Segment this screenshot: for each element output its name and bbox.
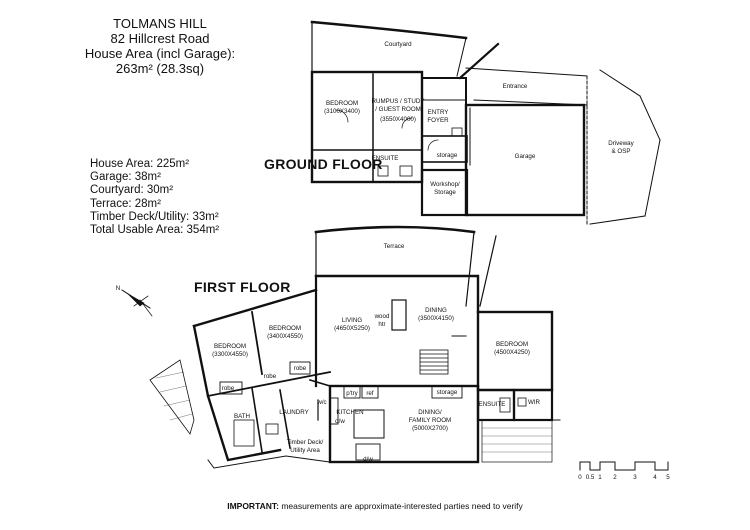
ff-terrace: Terrace: [384, 243, 405, 250]
ff-wc: w/c: [316, 399, 326, 406]
stat-deck: Timber Deck/Utility: 33m²: [90, 210, 219, 223]
ff-ensuite: ENSUITE: [479, 401, 506, 408]
ground-floor-labels: Courtyard Entrance BEDROOM (3100X3400) R…: [324, 41, 635, 196]
ff-pantry: p'try: [346, 390, 358, 397]
first-floor-plan: [149, 225, 561, 469]
stat-house-area: House Area: 225m²: [90, 158, 190, 170]
gf-bedroom: BEDROOM: [326, 100, 358, 107]
gf-workshop-2: Storage: [434, 189, 456, 196]
svg-text:1: 1: [598, 474, 602, 481]
gf-driveway-1: Driveway: [608, 140, 634, 147]
ff-robe-3: robe: [264, 373, 277, 380]
svg-text:0: 0: [578, 474, 582, 481]
svg-text:3: 3: [633, 474, 637, 481]
house-area-label: House Area (incl Garage):: [84, 46, 236, 61]
gf-ensuite: ENSUITE: [372, 155, 399, 162]
ff-wood-1: wood: [374, 313, 390, 320]
ff-storage: storage: [437, 389, 458, 396]
address: 82 Hillcrest Road: [110, 31, 210, 46]
svg-text:4: 4: [653, 474, 657, 481]
stat-garage: Garage: 38m²: [90, 171, 161, 184]
gf-courtyard: Courtyard: [384, 41, 412, 48]
disclaimer-note: IMPORTANT: measurements are approximate-…: [0, 501, 750, 511]
ff-deck-2: Utility Area: [290, 447, 320, 454]
ff-laundry: LAUNDRY: [279, 409, 308, 416]
gf-rumpus-2: / GUEST ROOM: [375, 106, 421, 113]
ff-bed1: BEDROOM: [214, 343, 246, 350]
gf-entry-1: ENTRY: [428, 109, 449, 116]
stat-courtyard: Courtyard: 30m²: [90, 184, 174, 197]
svg-text:0.5: 0.5: [586, 474, 595, 481]
first-floor-labels: Terrace LIVING (4650X5250) DINING (3500X…: [116, 243, 541, 463]
ff-ref: ref: [366, 390, 374, 397]
ff-living-dim: (4650X5250): [334, 325, 370, 332]
ff-bed3-dim: (4500X4250): [494, 349, 530, 356]
disclaimer-text: measurements are approximate-interested …: [278, 501, 523, 511]
ff-deck-1: Timber Deck/: [287, 439, 324, 446]
stat-total: Total Usable Area: 354m²: [90, 224, 220, 237]
ff-wir: WIR: [528, 399, 541, 406]
ff-bed3: BEDROOM: [496, 341, 528, 348]
gf-rumpus-1: RUMPUS / STUDY: [372, 98, 425, 105]
disclaimer-bold: IMPORTANT:: [227, 501, 279, 511]
ground-floor-plan: [310, 20, 661, 225]
gf-driveway-2: & OSP: [612, 148, 631, 155]
ff-dining: DINING: [425, 307, 447, 314]
gf-storage: storage: [437, 152, 458, 159]
gf-workshop-1: Workshop/: [430, 181, 460, 188]
svg-text:2: 2: [613, 474, 617, 481]
ff-family-dim: (5000X2700): [412, 425, 448, 432]
ff-dw: d/w: [335, 418, 345, 425]
property-header: TOLMANS HILL 82 Hillcrest Road House Are…: [60, 16, 260, 76]
svg-text:5: 5: [666, 474, 670, 481]
ff-robe-2: robe: [294, 365, 307, 372]
gf-garage: Garage: [515, 153, 536, 160]
first-floor-label: FIRST FLOOR: [194, 279, 291, 295]
area-stats: House Area: 225m² Garage: 38m² Courtyard…: [90, 158, 219, 237]
gf-entry-2: FOYER: [427, 117, 449, 124]
ff-living: LIVING: [342, 317, 362, 324]
ff-bath: BATH: [234, 413, 250, 420]
ff-wood-2: htr: [378, 321, 385, 328]
ff-kitchen: KITCHEN: [336, 409, 363, 416]
gf-entrance: Entrance: [503, 83, 528, 90]
ff-bed1-dim: (3300X4550): [212, 351, 248, 358]
scale-bar: [579, 461, 669, 471]
ff-family-2: FAMILY ROOM: [409, 417, 451, 424]
ground-floor-label: GROUND FLOOR: [264, 156, 383, 172]
gf-rumpus-dim: (3550X4000): [380, 116, 416, 123]
stat-terrace: Terrace: 28m²: [90, 197, 161, 210]
house-area-value: 263m² (28.3sq): [115, 61, 205, 76]
gf-bedroom-dim: (3100X3400): [324, 108, 360, 115]
ff-dw-2: d/w: [363, 456, 373, 463]
scale-labels: 0 0.5 1 2 3 4 5: [578, 474, 670, 481]
ff-bed2: BEDROOM: [269, 325, 301, 332]
north-label: N: [116, 285, 120, 292]
suburb-title: TOLMANS HILL: [113, 16, 207, 31]
ff-robe-1: robe: [222, 385, 235, 392]
north-arrow: [121, 289, 153, 317]
ff-bed2-dim: (3400X4550): [267, 333, 303, 340]
ff-family-1: DINING/: [418, 409, 442, 416]
ff-dining-dim: (3500X4150): [418, 315, 454, 322]
